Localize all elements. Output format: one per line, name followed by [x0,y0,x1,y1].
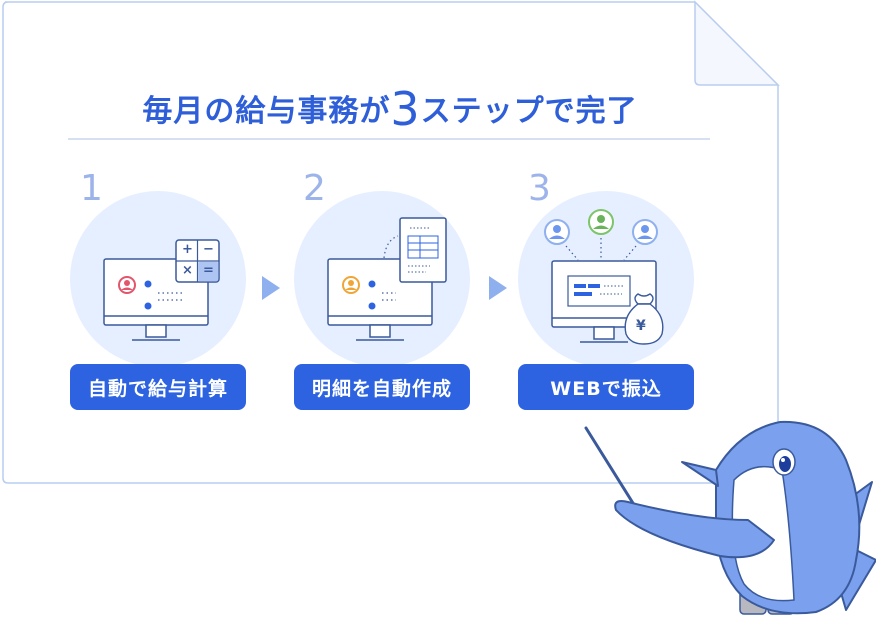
step1-check-icons [144,280,152,310]
step3-button[interactable]: WEBで振込 [518,364,694,410]
title-suffix: ステップで完了 [420,94,638,129]
step1-button[interactable]: 自動で給与計算 [70,364,246,410]
step2-button[interactable]: 明細を自動作成 [294,364,470,410]
step1-number: 1 [80,168,103,209]
title-number: 3 [390,82,421,136]
transfer-dotted-arrows [565,238,637,261]
yen-symbol: ¥ [636,318,646,334]
calc-key-minus: − [203,242,214,257]
step2-check-icons [368,280,376,310]
calculator-keys: + − × = [176,240,219,282]
bank-transfer-form-icon [567,275,631,307]
pointer-stick [584,426,638,510]
calc-key-plus: + [182,242,193,257]
bird-mascot [614,420,876,615]
calc-key-equals: = [203,263,214,278]
calculator-icon [175,239,220,283]
calc-key-times: × [182,263,193,278]
title-prefix: 毎月の給与事務が [142,94,391,129]
arrow-1-icon [262,276,280,300]
money-bag-icon [624,293,664,345]
step2-number: 2 [303,168,326,209]
page-title: 毎月の給与事務が3ステップで完了 [70,82,710,136]
step2-avatar-icon [342,276,360,294]
folded-corner [694,0,780,86]
payslip-document-icon [399,217,447,283]
recipient-avatar-icons [544,209,658,245]
step3-number: 3 [528,168,551,209]
arrow-2-icon [489,276,507,300]
step1-avatar-icon [118,276,136,294]
